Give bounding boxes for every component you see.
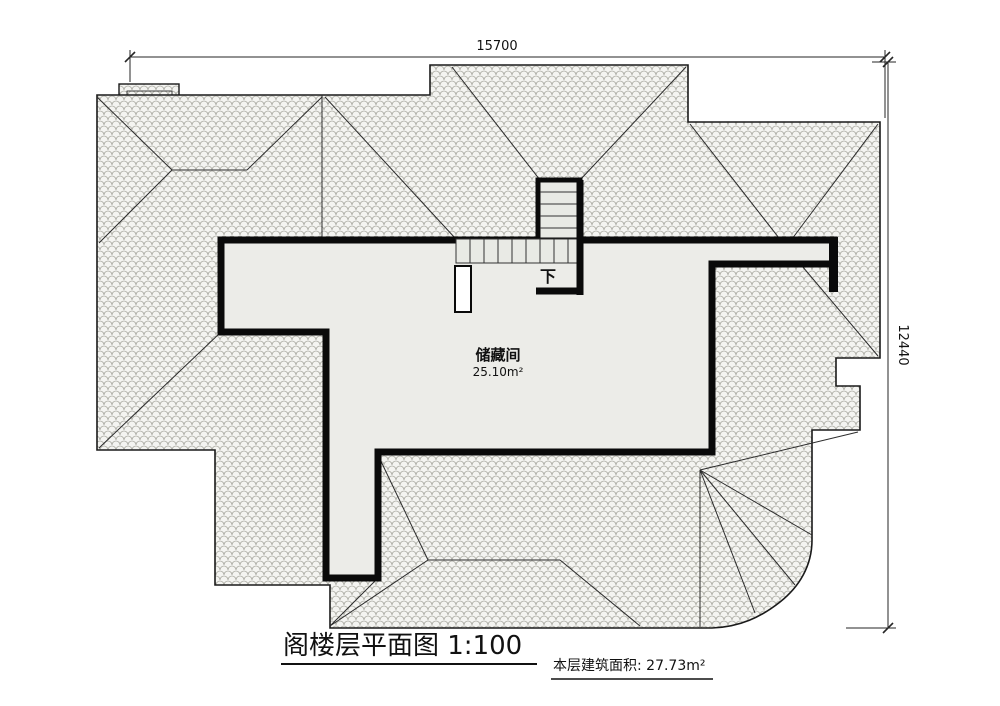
fan-ridge-line: [699, 431, 859, 471]
hip-line: [96, 96, 173, 171]
fan-ridge-line: [699, 469, 796, 586]
hip-line: [246, 96, 323, 171]
hip-line: [98, 169, 173, 244]
hip-line: [451, 66, 541, 181]
valley-line: [377, 454, 429, 561]
dimension-right: 12440: [846, 56, 910, 634]
room-labels: 储藏间 25.10m²: [473, 346, 524, 379]
stair-shaft: [535, 177, 583, 243]
hip-line: [785, 123, 879, 248]
stairs: 下: [454, 177, 584, 313]
hip-line: [579, 66, 687, 181]
valley-line: [98, 331, 222, 449]
hip-line: [559, 559, 641, 627]
dimension-top: 15700: [124, 39, 891, 118]
fan-ridge-line: [699, 469, 813, 536]
plan-title: 阁楼层平面图 1:100: [283, 631, 522, 661]
valley-line: [329, 577, 379, 627]
floor-area-note: 本层建筑面积: 27.73m²: [553, 658, 706, 674]
room-name: 储藏间: [475, 346, 520, 364]
hip-line: [689, 123, 787, 248]
footer: 阁楼层平面图 1:100 本层建筑面积: 27.73m²: [281, 631, 713, 680]
door-leaf: [454, 265, 472, 313]
wall-stub: [829, 237, 838, 292]
dimension-top-value: 15700: [476, 39, 517, 54]
roof-ridge-lines: [96, 66, 879, 627]
valley-line: [324, 96, 456, 239]
stairs-down-label: 下: [540, 267, 556, 286]
dimension-right-value: 12440: [895, 324, 910, 365]
fan-ridge-line: [699, 469, 756, 614]
hip-line: [329, 559, 429, 627]
stair-treads: [455, 238, 579, 264]
room-area: 25.10m²: [473, 365, 524, 379]
